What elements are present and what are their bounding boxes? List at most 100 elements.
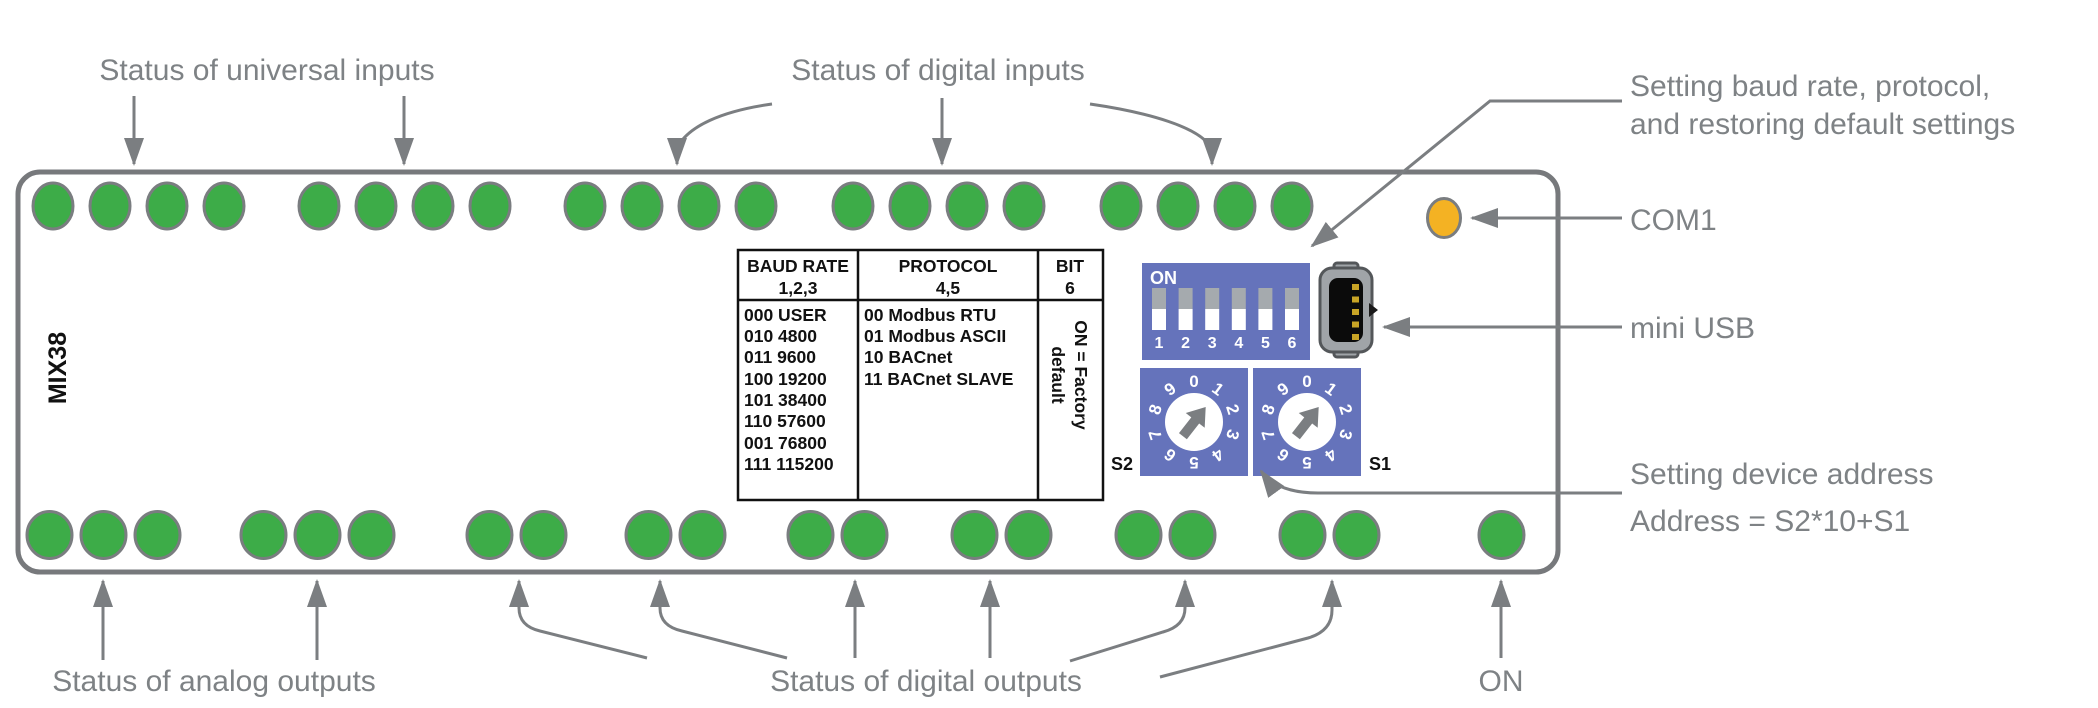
baud-row: 001 76800 <box>744 433 827 453</box>
dip-on-label: ON <box>1150 268 1177 288</box>
digital-output-led <box>624 510 673 560</box>
label-analog-outputs: Status of analog outputs <box>52 665 376 698</box>
usb-pin <box>1352 334 1359 340</box>
baud-row: 011 9600 <box>744 347 816 367</box>
rotary-s1-pointer-icon <box>1291 407 1319 440</box>
rotary-s2-pointer-icon <box>1178 407 1206 440</box>
digital-output-led <box>950 510 999 560</box>
usb-notch <box>1369 303 1378 317</box>
label-baud-setting-line2: and restoring default settings <box>1630 108 2015 141</box>
digital-output-led <box>840 510 889 560</box>
digital-output-led <box>1114 510 1163 560</box>
analog-output-led <box>239 510 288 560</box>
analog-output-led <box>25 510 74 560</box>
usb-pin <box>1352 309 1359 315</box>
digital-output-led <box>678 510 727 560</box>
universal-input-led <box>297 181 341 231</box>
analog-output-led <box>347 510 396 560</box>
usb-pin <box>1352 296 1359 303</box>
dip-position-number: 2 <box>1181 335 1190 352</box>
dip-position-number: 4 <box>1234 335 1243 352</box>
rotary-digit: 0 <box>1189 372 1198 391</box>
table-header-bit: BIT <box>1056 256 1085 276</box>
baud-row: 110 57600 <box>744 411 826 431</box>
dip-slider-track <box>1178 288 1193 309</box>
rotary-digit: 5 <box>1302 453 1311 472</box>
annotation-arrows <box>93 96 1622 679</box>
label-baud-setting-line1: Setting baud rate, protocol, <box>1630 70 1990 103</box>
arrow-digital-out-5 <box>1069 579 1195 663</box>
dip-slider-off <box>1152 309 1166 330</box>
label-on: ON <box>1479 665 1524 698</box>
dip-slider-off <box>1285 309 1299 330</box>
config-table-border <box>736 248 1105 502</box>
rotary-digit: 5 <box>1189 453 1198 472</box>
arrow-digital-out-6 <box>1159 579 1342 679</box>
dip-slider-track <box>1231 288 1246 309</box>
digital-input-led <box>1213 181 1257 231</box>
usb-pin <box>1352 284 1359 290</box>
baud-row: 010 4800 <box>744 326 817 346</box>
table-header-bit-number: 6 <box>1065 278 1075 298</box>
arrow-device-address <box>1259 469 1622 498</box>
label-device-address-line1: Setting device address <box>1630 458 1934 491</box>
bit-note-line1: ON = Factory <box>1071 320 1091 430</box>
dip-position-number: 6 <box>1288 335 1297 352</box>
arrow-baud-setting <box>1310 99 1622 248</box>
digital-output-led <box>519 510 568 560</box>
digital-input-led <box>677 181 721 231</box>
s1-label: S1 <box>1369 454 1391 474</box>
protocol-row: 00 Modbus RTU <box>864 305 996 325</box>
digital-input-led <box>620 181 664 231</box>
dip-slider-track <box>1285 288 1299 309</box>
dip-position-number: 1 <box>1155 335 1164 352</box>
table-header-baud-bits: 1,2,3 <box>779 278 818 298</box>
bit-note-line2: default <box>1048 346 1068 404</box>
com1-led <box>1426 197 1462 239</box>
digital-input-led <box>831 181 875 231</box>
digital-input-led <box>1099 181 1143 231</box>
dip-slider-track <box>1205 288 1220 309</box>
mini-usb-connector <box>1318 261 1378 359</box>
universal-input-led <box>145 181 189 231</box>
dip-slider-off <box>1231 309 1246 330</box>
arrow-digital-in-right <box>1089 102 1222 166</box>
digital-input-led <box>1002 181 1046 231</box>
baud-row: 101 38400 <box>744 390 827 410</box>
dip-position-number: 3 <box>1208 335 1217 352</box>
analog-output-led <box>79 510 128 560</box>
digital-input-led <box>563 181 607 231</box>
digital-output-led <box>786 510 835 560</box>
top-led-row <box>31 181 1314 231</box>
arrow-digital-in-left <box>667 102 773 166</box>
baud-row: 111 115200 <box>744 454 834 474</box>
label-digital-outputs: Status of digital outputs <box>770 665 1082 698</box>
label-device-address-line2: Address = S2*10+S1 <box>1630 505 1910 538</box>
rotary-digit: 0 <box>1302 372 1311 391</box>
analog-output-led <box>133 510 182 560</box>
label-mini-usb: mini USB <box>1630 312 1755 345</box>
digital-output-led <box>1278 510 1327 560</box>
baud-row: 100 19200 <box>744 369 827 389</box>
universal-input-led <box>411 181 455 231</box>
table-header-protocol-bits: 4,5 <box>936 278 961 298</box>
bottom-led-row <box>25 510 1526 560</box>
baud-row: 000 USER <box>744 305 827 325</box>
protocol-row: 10 BACnet <box>864 347 953 367</box>
protocol-row: 11 BACnet SLAVE <box>864 369 1013 389</box>
label-com1: COM1 <box>1630 204 1717 237</box>
dip-slider-track <box>1152 288 1166 309</box>
digital-input-led <box>945 181 989 231</box>
s2-label: S2 <box>1111 454 1133 474</box>
digital-input-led <box>1270 181 1314 231</box>
universal-input-led <box>88 181 132 231</box>
digital-input-led <box>1156 181 1200 231</box>
digital-input-led <box>734 181 778 231</box>
arrow-digital-out-1 <box>509 579 648 660</box>
